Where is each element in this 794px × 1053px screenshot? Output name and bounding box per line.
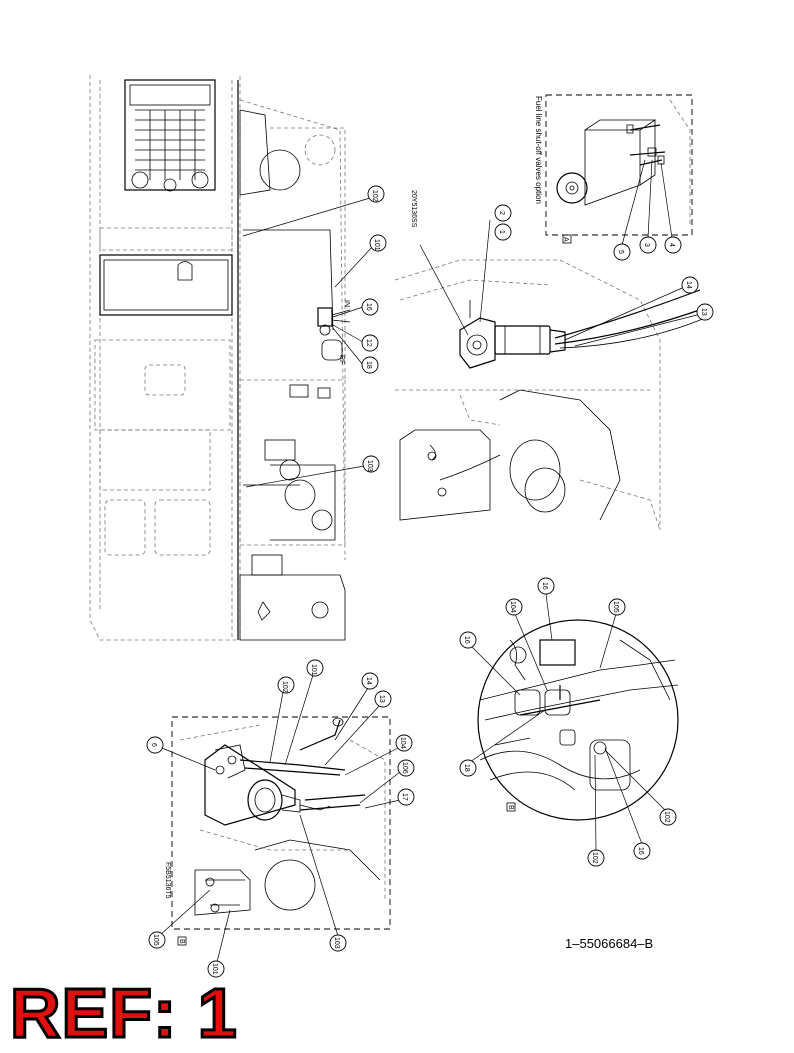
svg-text:101: 101: [310, 664, 317, 676]
svg-text:1: 1: [498, 230, 505, 234]
svg-text:101: 101: [211, 963, 218, 975]
svg-text:RF: RF: [338, 355, 345, 364]
svg-text:5: 5: [617, 250, 624, 254]
svg-text:16: 16: [541, 582, 548, 590]
svg-text:14: 14: [685, 281, 692, 289]
round-detail: B: [477, 619, 679, 821]
drawing-number: 1–55066684–B: [565, 936, 654, 951]
svg-text:2: 2: [498, 211, 505, 215]
svg-text:102: 102: [371, 190, 378, 202]
main-chassis-view: IN RF: [89, 75, 351, 641]
svg-text:13: 13: [378, 695, 385, 703]
fuel-valve-note: Fuel line shut-off valves option: [534, 96, 543, 204]
svg-text:3: 3: [643, 243, 650, 247]
main-fuel-filter: [317, 307, 351, 336]
fuel-filter: [459, 300, 566, 369]
round-detail-callouts: 16 104 105 16 18 102 102 16: [459, 577, 677, 867]
svg-text:101: 101: [373, 239, 380, 251]
bottom-detail-callouts: 101 102 14 13 104 106 17 6 105 101 103: [146, 659, 415, 978]
svg-text:16: 16: [463, 636, 470, 644]
detail-b2-tag: [177, 936, 187, 946]
svg-text:B: B: [507, 805, 514, 810]
cooler-panel: [99, 254, 233, 316]
svg-text:4: 4: [668, 243, 675, 247]
svg-text:103: 103: [366, 460, 373, 472]
filter-detail-callouts: 2 1 14 13: [419, 204, 714, 347]
detail-b-tag: [506, 802, 516, 812]
svg-text:12: 12: [365, 339, 372, 347]
svg-text:103: 103: [333, 937, 340, 949]
part-code-bottom: F5B5136T5: [164, 862, 171, 899]
svg-text:B: B: [178, 939, 185, 944]
filter-detail-view: 20Y5136SS: [394, 190, 706, 531]
ref-label: REF: 1: [9, 974, 239, 1052]
main-callouts: 102 101 16 12 18 103: [242, 185, 387, 488]
svg-text:105: 105: [152, 934, 159, 946]
svg-text:17: 17: [401, 793, 408, 801]
svg-text:104: 104: [509, 601, 516, 613]
svg-text:16: 16: [637, 847, 644, 855]
svg-text:14: 14: [365, 677, 372, 685]
svg-text:102: 102: [591, 852, 598, 864]
svg-text:18: 18: [463, 764, 470, 772]
bottom-detail: B F5B5136T5: [164, 716, 391, 946]
svg-text:6: 6: [150, 743, 157, 747]
svg-text:104: 104: [399, 737, 406, 749]
svg-text:IN: IN: [343, 300, 350, 307]
pump-group: [264, 439, 336, 541]
detail-a: A Fuel line shut-off valves option: [534, 94, 693, 244]
valve-block: [239, 554, 346, 641]
svg-text:A: A: [562, 237, 569, 242]
svg-text:105: 105: [612, 601, 619, 613]
svg-text:102: 102: [663, 811, 670, 823]
svg-text:16: 16: [365, 303, 372, 311]
svg-text:106: 106: [401, 762, 408, 774]
filter-bowl: [247, 779, 301, 821]
svg-text:13: 13: [700, 308, 707, 316]
svg-text:102: 102: [281, 681, 288, 693]
part-code-top: 20Y5136SS: [410, 190, 417, 228]
detail-a-callouts: 5 3 4: [613, 159, 682, 261]
detail-a-tag: [562, 234, 572, 244]
svg-text:18: 18: [365, 361, 372, 369]
engine-block: [124, 79, 216, 192]
